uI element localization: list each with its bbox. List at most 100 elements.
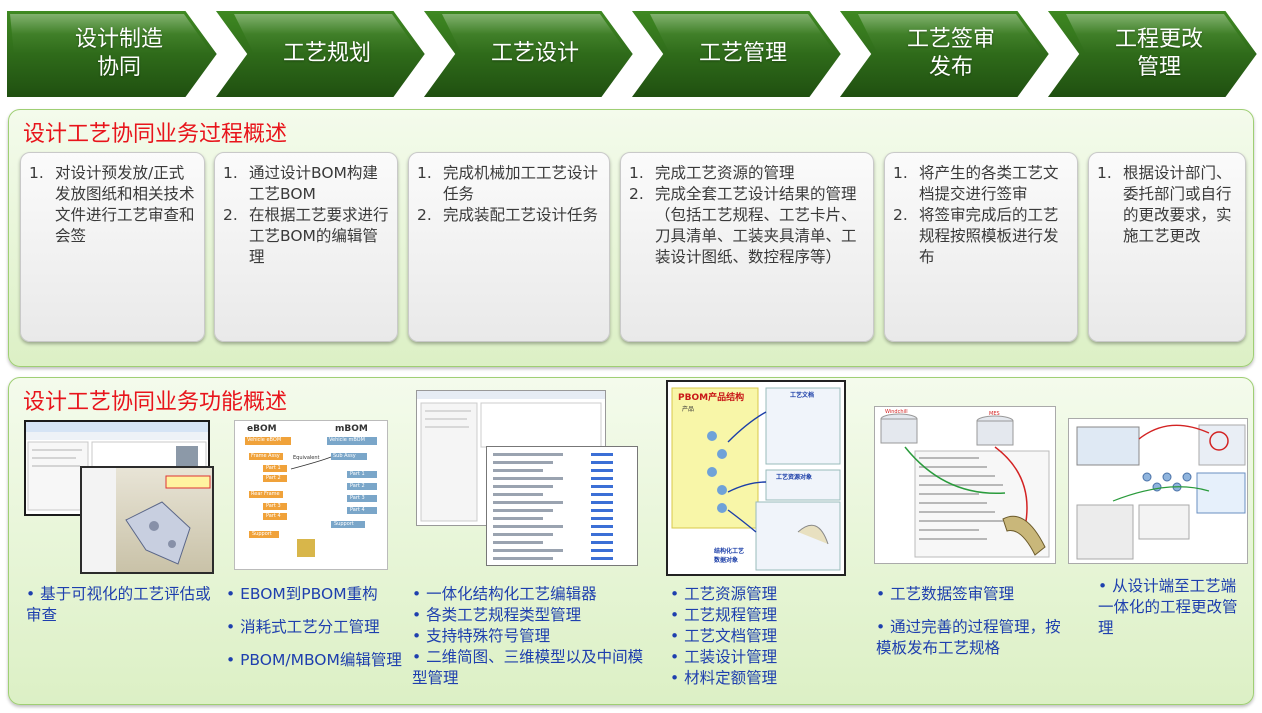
card-item: 1.完成工艺资源的管理 <box>629 164 795 182</box>
process-card-2: 1.通过设计BOM构建工艺BOM 2.在根据工艺要求进行工艺BOM的编辑管理 <box>214 152 398 342</box>
process-card-6: 1.根据设计部门、委托部门或自行的更改要求，实施工艺更改 <box>1088 152 1246 342</box>
editor-row-link <box>591 477 613 480</box>
signoff-row <box>919 529 979 531</box>
feature-item: • 工艺资源管理 <box>670 585 778 603</box>
resource-tree-graphic <box>668 382 844 574</box>
signoff-row <box>919 502 987 504</box>
chevron-shine-6 <box>1066 14 1252 54</box>
change-graphic <box>1069 419 1247 563</box>
signoff-row <box>919 475 995 477</box>
signoff-row <box>919 511 995 513</box>
frame-assy: Frame Assy <box>251 453 280 459</box>
editor-row-text <box>493 549 563 552</box>
signoff-row <box>919 457 979 459</box>
editor-row-link <box>591 493 613 496</box>
signoff-row <box>919 484 1003 486</box>
signoff-row <box>919 538 987 540</box>
editor-row-link <box>591 501 613 504</box>
engineering-change-diagram <box>1068 418 1248 564</box>
gear-icon <box>1152 482 1162 492</box>
editor-row-text <box>493 453 563 456</box>
editor-row-link <box>591 469 613 472</box>
ebom-support: Support <box>252 531 272 537</box>
editor-row-text <box>493 501 563 504</box>
function-overview-title: 设计工艺协同业务功能概述 <box>23 390 288 415</box>
structured-data-label: 结构化工艺 数据对象 <box>714 548 745 564</box>
process-card-3: 1.完成机械加工工艺设计任务 2.完成装配工艺设计任务 <box>408 152 610 342</box>
feature-item: • 从设计端至工艺端一体化的工程更改管理 <box>1098 577 1238 637</box>
ebom-root: Vehicle eBOM <box>247 437 282 443</box>
process-card-1: 1.对设计预发放/正式发放图纸和相关技术文件进行工艺审查和会签 <box>20 152 205 342</box>
signoff-row <box>919 493 979 495</box>
mbom-part-4: Part 4 <box>350 507 365 513</box>
feature-item: • 工装设计管理 <box>670 648 778 666</box>
editor-row-text <box>493 533 553 536</box>
rear-frame: Rear Frame <box>251 491 280 497</box>
feature-item: • 各类工艺规程类型管理 <box>412 606 582 624</box>
feature-list-5: • 工艺数据签审管理 • 通过完善的过程管理，按模板发布工艺规格 <box>876 584 1076 659</box>
editor-row-link <box>591 517 613 520</box>
editor-row-link <box>591 533 613 536</box>
bom-tree-graphic <box>235 421 387 569</box>
ebom-part-2: Part 2 <box>266 475 281 481</box>
feature-item: • 工艺数据签审管理 <box>876 585 1015 603</box>
chevron-shapes <box>6 10 1258 98</box>
feature-list-2: • EBOM到PBOM重构 • 消耗式工艺分工管理 • PBOM/MBOM编辑管… <box>226 584 406 671</box>
feature-item: • 材料定额管理 <box>670 669 778 687</box>
editor-front-graphic <box>487 447 637 565</box>
editor-row-text <box>493 461 553 464</box>
feature-item: • 工艺规程管理 <box>670 606 778 624</box>
chevron-shine-4 <box>650 14 836 54</box>
windchill-db-label: Windchill <box>885 409 908 415</box>
pbom-structure-label: PBOM产品结构 <box>678 393 745 403</box>
card-item: 1.通过设计BOM构建工艺BOM <box>223 164 378 203</box>
feature-list-1: • 基于可视化的工艺评估或审查 <box>26 584 216 626</box>
editor-row-text <box>493 477 563 480</box>
editor-row-text <box>493 485 553 488</box>
ebom-mbom-diagram: eBOM mBOM Vehicle eBOM Vehicle mBOM Fram… <box>234 420 388 570</box>
feature-item: • EBOM到PBOM重构 <box>226 585 378 603</box>
signoff-row <box>919 520 1003 522</box>
chevron-shine-2 <box>234 14 420 54</box>
signoff-graphic <box>875 407 1055 563</box>
editor-row-text <box>493 541 543 544</box>
card-item: 2.完成装配工艺设计任务 <box>417 206 599 224</box>
editor-row-text <box>493 525 563 528</box>
card-item: 1.将产生的各类工艺文档提交进行签审 <box>893 164 1059 203</box>
process-card-4: 1.完成工艺资源的管理 2.完成全套工艺设计结果的管理（包括工艺规程、工艺卡片、… <box>620 152 874 342</box>
chevron-label-4: 工艺管理 <box>698 41 787 66</box>
feature-list-4: • 工艺资源管理 • 工艺规程管理 • 工艺文档管理 • 工装设计管理 • 材料… <box>670 584 860 689</box>
editor-row-link <box>591 509 613 512</box>
signoff-row <box>919 466 987 468</box>
feature-list-3: • 一体化结构化工艺编辑器 • 各类工艺规程类型管理 • 支持特殊符号管理 • … <box>412 584 648 689</box>
ebom-part-3: Part 3 <box>266 503 281 509</box>
feature-item: • 通过完善的过程管理，按模板发布工艺规格 <box>876 618 1061 657</box>
editor-row-link <box>591 549 613 552</box>
card-item: 2.在根据工艺要求进行工艺BOM的编辑管理 <box>223 206 389 266</box>
editor-row-text <box>493 557 553 560</box>
card-item: 2.完成全套工艺设计结果的管理（包括工艺规程、工艺卡片、刀具清单、工装夹具清单、… <box>629 185 857 266</box>
feature-item: • PBOM/MBOM编辑管理 <box>226 651 402 669</box>
gear-icon <box>1162 472 1172 482</box>
product-label: 产品 <box>682 406 695 413</box>
process-resource-label: 工艺资源对象 <box>776 474 813 481</box>
sub-assy: Sub Assy <box>333 453 356 459</box>
editor-row-link <box>591 461 613 464</box>
feature-item: • 工艺文档管理 <box>670 627 778 645</box>
card-item: 1.对设计预发放/正式发放图纸和相关技术文件进行工艺审查和会签 <box>29 164 195 245</box>
mbom-part-3: Part 3 <box>350 495 365 501</box>
editor-row-text <box>493 517 543 520</box>
process-overview-title: 设计工艺协同业务过程概述 <box>23 122 288 147</box>
mbom-part-2: Part 2 <box>350 483 365 489</box>
feature-list-6: • 从设计端至工艺端一体化的工程更改管理 <box>1098 576 1248 639</box>
signoff-diagram: Windchill MES <box>874 406 1056 564</box>
gear-icon <box>1142 472 1152 482</box>
feature-item: • 支持特殊符号管理 <box>412 627 551 645</box>
process-editor-screenshot-front <box>486 446 638 566</box>
chevron-label-2: 工艺规划 <box>282 41 371 66</box>
editor-row-link <box>591 557 613 560</box>
editor-row-link <box>591 453 613 456</box>
feature-item: • 消耗式工艺分工管理 <box>226 618 380 636</box>
process-card-5: 1.将产生的各类工艺文档提交进行签审 2.将签审完成后的工艺规程按照模板进行发布 <box>884 152 1078 342</box>
editor-row-text <box>493 493 543 496</box>
